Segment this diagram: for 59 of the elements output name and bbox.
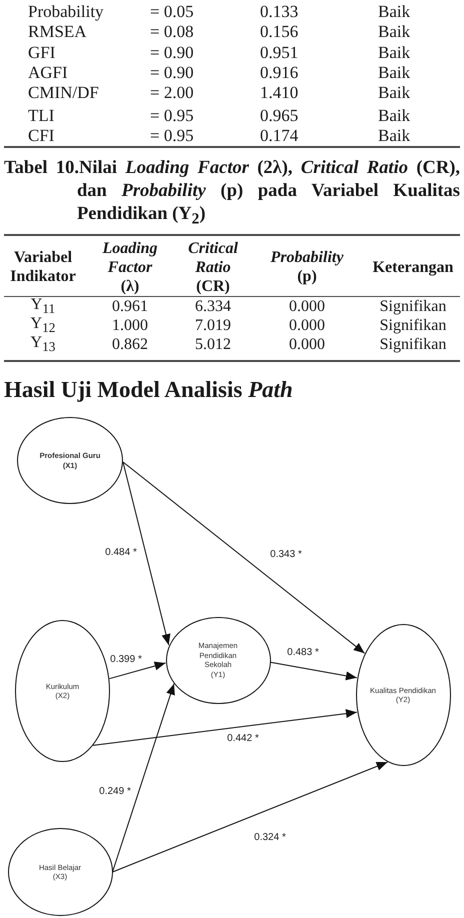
significance-text: Signifikan — [380, 316, 446, 336]
evaluation-text: Baik — [378, 63, 410, 83]
result-value: 0.916 — [260, 63, 298, 83]
result-value: 0.174 — [260, 126, 298, 146]
critical-ratio-value: 5.012 — [195, 335, 231, 355]
evaluation-text: Baik — [378, 2, 410, 22]
column-header: Variabel Indikator — [9, 248, 77, 286]
latent-variable-ellipse — [15, 620, 110, 762]
critical-ratio-value: 6.334 — [195, 297, 231, 317]
latent-variable-ellipse — [8, 828, 112, 916]
result-value: 0.133 — [260, 2, 298, 22]
probability-value: 0.000 — [289, 316, 325, 336]
column-header: Probability (p) — [270, 248, 344, 286]
evaluation-text: Baik — [378, 83, 410, 103]
column-header: Critical Ratio (CR) — [187, 238, 239, 296]
result-value: 0.965 — [260, 106, 298, 126]
latent-variable-ellipse — [166, 616, 270, 704]
cutoff-value: = 0.08 — [150, 22, 194, 42]
index-name: RMSEA — [28, 22, 87, 42]
significance-text: Signifikan — [380, 297, 446, 317]
path-arrow — [92, 709, 358, 746]
cutoff-value: = 2.00 — [150, 83, 194, 103]
path-arrow — [270, 662, 358, 680]
probability-value: 0.000 — [289, 297, 325, 317]
evaluation-text: Baik — [378, 126, 410, 146]
column-header: Keterangan — [372, 258, 454, 276]
index-name: AGFI — [28, 63, 68, 83]
latent-variable-ellipse — [356, 624, 450, 766]
path-arrow — [122, 462, 170, 646]
loading-value: 0.862 — [112, 335, 148, 355]
loading-value: 0.961 — [112, 297, 148, 317]
section-heading: Hasil Uji Model Analisis Path — [4, 376, 293, 404]
cutoff-value: = 0.95 — [150, 126, 194, 146]
evaluation-text: Baik — [378, 106, 410, 126]
evaluation-text: Baik — [378, 43, 410, 63]
critical-ratio-value: 7.019 — [195, 316, 231, 336]
result-value: 1.410 — [260, 83, 298, 103]
index-name: Probability — [28, 2, 104, 22]
loading-value: 1.000 — [112, 316, 148, 336]
cutoff-value: = 0.05 — [150, 2, 194, 22]
index-name: TLI — [28, 106, 54, 126]
result-value: 0.951 — [260, 43, 298, 63]
cutoff-value: = 0.90 — [150, 43, 194, 63]
path-arrow — [112, 762, 388, 872]
column-header: Loading Factor (λ) — [101, 238, 159, 296]
latent-variable-ellipse — [17, 417, 123, 504]
index-name: GFI — [28, 43, 56, 63]
path-arrow — [112, 683, 175, 872]
path-arrow — [122, 462, 366, 654]
cutoff-value: = 0.90 — [150, 63, 194, 83]
evaluation-text: Baik — [378, 22, 410, 42]
significance-text: Signifikan — [380, 335, 446, 355]
index-name: CMIN/DF — [28, 83, 99, 103]
cutoff-value: = 0.95 — [150, 106, 194, 126]
index-name: CFI — [28, 126, 54, 146]
result-value: 0.156 — [260, 22, 298, 42]
table-caption: Tabel 10.Nilai Loading Factor (2λ), Critical Ratio (CR), dan Probability (p) pada Variabel Kualitas Pendidikan (Y$_{2}$) — [4, 157, 460, 230]
probability-value: 0.000 — [289, 335, 325, 355]
path-arrow — [108, 662, 166, 680]
